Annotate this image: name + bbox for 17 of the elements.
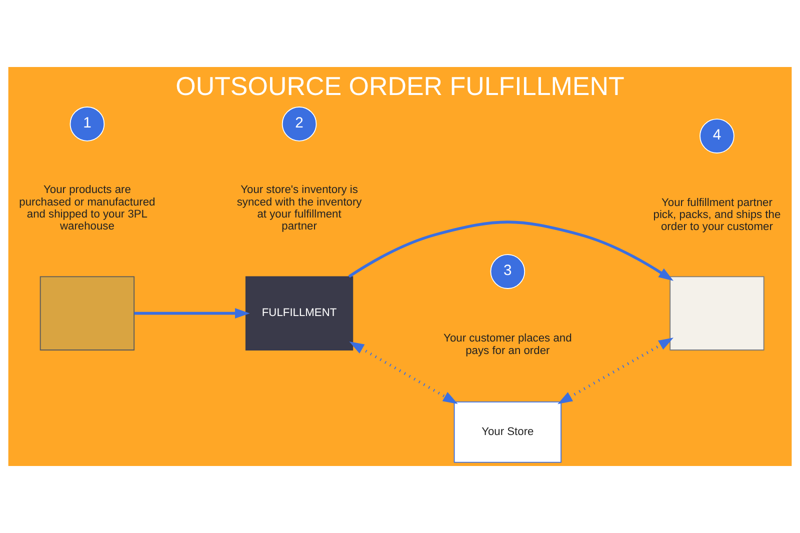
node-box: Your Store <box>454 402 562 463</box>
label: Your fulfillment partner pick, packs, and ships the order to your customer <box>653 196 781 233</box>
label: 3 <box>504 263 512 280</box>
label: Your store's inventory is synced with the inventory at your fulfillment partner <box>236 184 362 232</box>
node-box <box>670 276 764 350</box>
node-box: FULFILLMENT <box>245 276 354 350</box>
arrow <box>134 308 250 319</box>
arrow <box>349 342 458 404</box>
label: 4 <box>712 128 722 144</box>
label: Your products are purchased or manufactured and shipped to your 3PL warehouse <box>19 184 156 232</box>
label: 2 <box>295 116 304 132</box>
diagram-title: OUTSOURCE ORDER FULFILLMENT <box>176 71 624 102</box>
node-box <box>40 276 135 350</box>
label: 1 <box>83 116 92 132</box>
arrow <box>558 338 674 404</box>
arrow <box>348 220 674 281</box>
label: Your customer places and pays for an order <box>444 332 572 357</box>
